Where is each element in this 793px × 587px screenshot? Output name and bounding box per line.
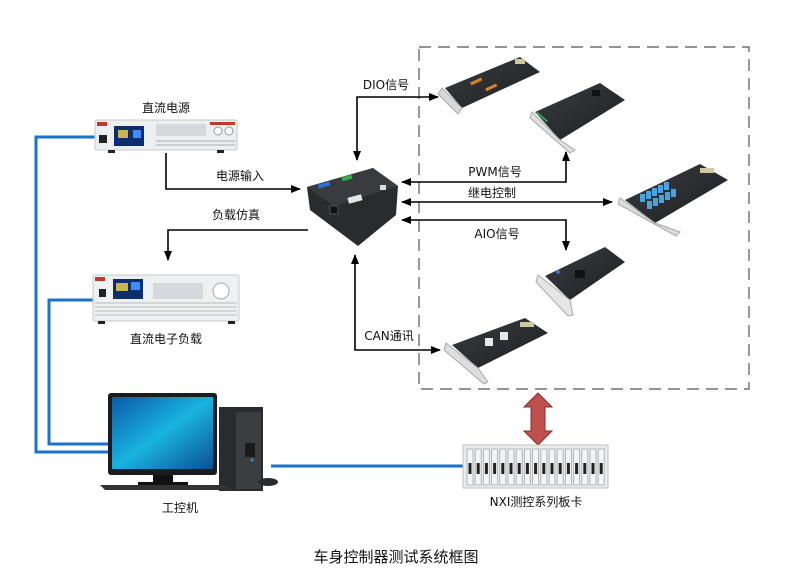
nxi-slot-connector bbox=[558, 463, 562, 474]
arrow-dio bbox=[353, 93, 439, 161]
arrow-load-sim bbox=[164, 229, 308, 261]
diagram-title: 车身控制器测试系统框图 bbox=[313, 548, 478, 566]
pwm-board-card bbox=[529, 83, 625, 154]
arrow-power-input bbox=[165, 153, 301, 193]
nxi-slot-connector bbox=[501, 463, 505, 474]
label-can: CAN通讯 bbox=[364, 329, 414, 343]
blue-cables bbox=[34, 135, 463, 468]
nxi-slot-connector bbox=[509, 463, 513, 474]
nxi-slot-connector bbox=[575, 463, 579, 474]
label-dc-load: 直流电子负载 bbox=[130, 332, 202, 346]
dc-electronic-load bbox=[92, 274, 240, 324]
arrow-pwm bbox=[401, 151, 570, 186]
cable-ipc-dc-power bbox=[34, 135, 108, 454]
label-relay: 继电控制 bbox=[468, 186, 516, 200]
arrow-can bbox=[351, 254, 441, 354]
dashed-board-group-boundary bbox=[418, 46, 750, 390]
arrow-aio bbox=[401, 216, 570, 251]
label-aio: AIO信号 bbox=[474, 227, 519, 241]
dio-board-card bbox=[437, 57, 540, 115]
industrial-pc bbox=[100, 393, 278, 491]
nxi-slot-connector bbox=[534, 463, 538, 474]
label-pwm: PWM信号 bbox=[468, 165, 521, 179]
dc-power-supply bbox=[94, 119, 238, 153]
relay-board-card bbox=[617, 164, 728, 237]
nxi-chassis bbox=[462, 444, 609, 489]
label-nxi: NXI测控系列板卡 bbox=[490, 495, 583, 509]
label-ipc: 工控机 bbox=[162, 501, 198, 515]
nxi-slot-connector bbox=[493, 463, 497, 474]
cable-ipc-dc-load bbox=[47, 298, 108, 446]
nxi-slot-connector bbox=[525, 463, 529, 474]
signal-arrows bbox=[164, 93, 613, 354]
body-controller-module bbox=[307, 168, 398, 246]
nxi-slot-connector bbox=[468, 463, 472, 474]
nxi-slot-connector bbox=[517, 463, 521, 474]
label-load-sim: 负载仿真 bbox=[212, 208, 260, 222]
nxi-slot-connector bbox=[476, 463, 480, 474]
label-dio: DIO信号 bbox=[363, 78, 409, 92]
label-dc-power: 直流电源 bbox=[142, 101, 190, 115]
bus-double-arrow bbox=[522, 392, 554, 446]
nxi-slot-connector bbox=[599, 463, 603, 474]
nxi-slot-connector bbox=[484, 463, 488, 474]
nxi-slot-connector bbox=[566, 463, 570, 474]
nxi-slot-connector bbox=[542, 463, 546, 474]
aio-board-card bbox=[535, 247, 625, 317]
can-board-card bbox=[443, 318, 548, 385]
label-power-input: 电源输入 bbox=[216, 168, 264, 183]
nxi-slot-connector bbox=[550, 463, 554, 474]
nxi-slot-connector bbox=[583, 463, 587, 474]
nxi-slot-connector bbox=[591, 463, 595, 474]
